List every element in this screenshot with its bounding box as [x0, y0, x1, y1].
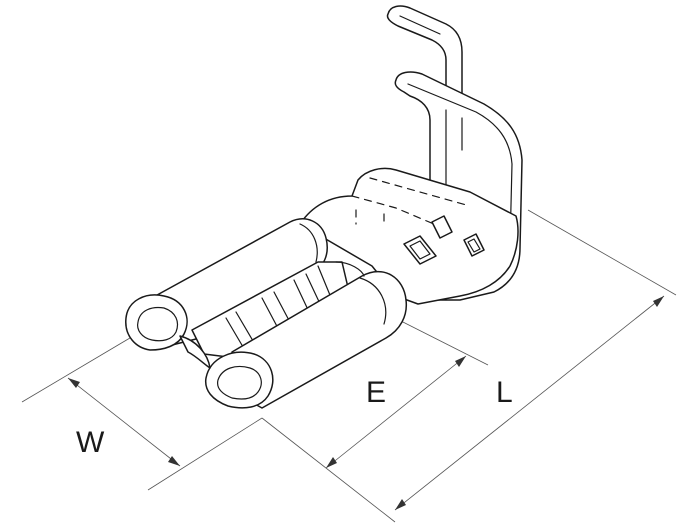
body-plate [299, 167, 519, 305]
body-fold-dashes-top [351, 195, 449, 231]
front-barrel-collar [359, 277, 387, 325]
e-arrow-end [455, 356, 466, 367]
dimension-label-w: W [76, 426, 105, 459]
dimension-label-l: L [496, 376, 513, 409]
l-extension-line-bottom [261, 417, 396, 523]
e-extension-line [394, 317, 489, 366]
body-hole-small [431, 215, 453, 239]
barrel-lip [179, 335, 211, 369]
body-hole-large-inner [409, 240, 431, 260]
tab-front-strap-edge [407, 83, 513, 247]
l-dimension-line [394, 295, 665, 511]
body-hole-large [403, 235, 437, 265]
front-barrel [179, 261, 408, 409]
l-arrow-end [653, 296, 664, 307]
rear-barrel [125, 218, 328, 351]
e-arrow-start [326, 457, 337, 468]
l-extension-line-top [527, 209, 677, 296]
rear-barrel-opening [125, 294, 188, 351]
w-dimension-line [67, 377, 181, 467]
w-extension-line-right [147, 417, 263, 491]
l-arrow-start [395, 499, 406, 510]
front-barrel-opening-inner [217, 365, 262, 400]
rear-barrel-collar [299, 223, 318, 263]
w-arrow-start [68, 378, 80, 388]
rear-barrel-opening-inner [137, 306, 179, 342]
e-dimension-line [325, 355, 467, 469]
terminal-body [299, 167, 519, 305]
tab-back-strap-fold [399, 15, 441, 35]
dimension-label-e: E [366, 376, 386, 409]
front-barrel-neck [335, 261, 365, 277]
w-extension-line-left [21, 334, 136, 403]
w-arrow-end [168, 456, 180, 466]
body-fold-dashes-rear [369, 177, 471, 207]
body-hole-small-2-inner [467, 238, 481, 253]
dimension-lines [21, 209, 677, 523]
body-hole-small-2 [463, 233, 485, 257]
front-barrel-shell [231, 270, 408, 409]
